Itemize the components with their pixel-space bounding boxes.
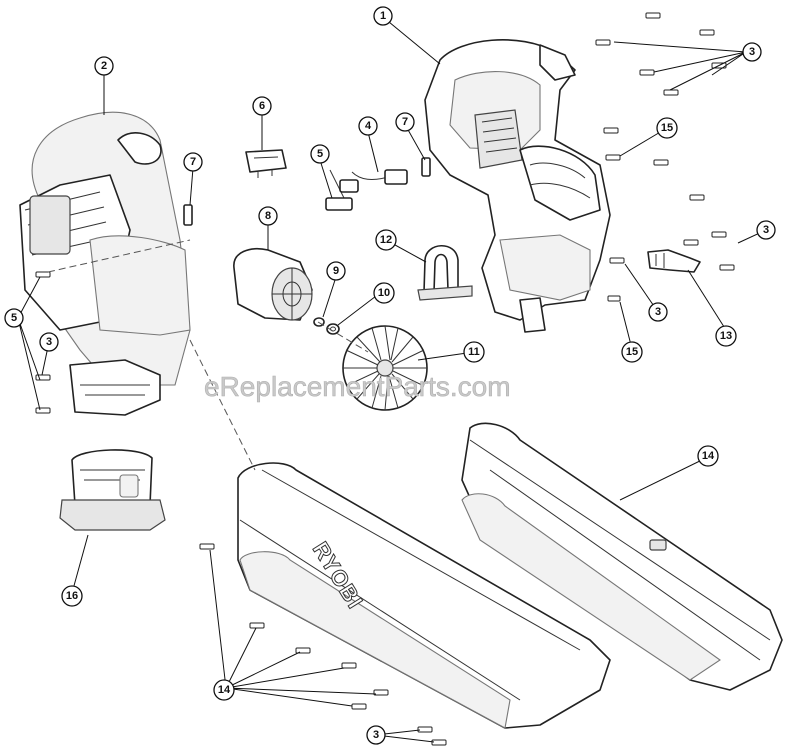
part-7-clip-left (183, 204, 193, 226)
svg-text:7: 7 (402, 116, 408, 128)
part-14-tube-front: RYOBI (237, 462, 611, 729)
svg-text:3: 3 (46, 336, 52, 348)
callout-15-bottom: 15 (621, 341, 643, 363)
callout-7-left: 7 (183, 152, 203, 172)
part-4-wire-switch (339, 169, 408, 193)
svg-text:15: 15 (626, 346, 638, 358)
part-14-tube-rear (461, 422, 783, 691)
svg-text:15: 15 (661, 122, 673, 134)
part-10-nut (326, 323, 340, 335)
callout-15-top: 15 (656, 117, 678, 139)
callout-8: 8 (258, 206, 278, 226)
svg-text:3: 3 (373, 729, 379, 741)
part-7-clip-right (421, 157, 431, 177)
svg-text:3: 3 (749, 46, 755, 58)
callout-16: 16 (61, 585, 83, 607)
callout-6: 6 (252, 96, 272, 116)
part-11-fan-impeller (342, 325, 428, 411)
screws (35, 12, 735, 746)
svg-text:1: 1 (380, 10, 386, 22)
svg-text:7: 7 (190, 156, 196, 168)
callout-3-bottom: 3 (366, 725, 386, 745)
callout-10: 10 (373, 282, 395, 304)
svg-text:5: 5 (317, 148, 323, 160)
svg-text:10: 10 (378, 287, 390, 299)
callout-14-bottom: 14 (213, 679, 235, 701)
callout-5: 5 (310, 144, 330, 164)
callout-13: 13 (715, 325, 737, 347)
callout-3-mid: 3 (648, 302, 668, 322)
svg-text:14: 14 (702, 450, 715, 462)
watermark: eReplacementParts.com (204, 371, 511, 402)
svg-text:9: 9 (333, 265, 339, 277)
svg-text:14: 14 (218, 684, 231, 696)
callout-7-right: 7 (395, 112, 415, 132)
svg-text:8: 8 (265, 210, 271, 222)
callout-1: 1 (373, 6, 393, 26)
callout-3-right: 3 (756, 220, 776, 240)
part-2-left-housing (19, 111, 191, 416)
svg-text:16: 16 (66, 590, 78, 602)
callout-5-left: 5 (4, 308, 24, 328)
part-12-bracket (417, 245, 473, 301)
part-1-right-housing (424, 39, 611, 333)
leader-lines (17, 21, 767, 743)
svg-text:13: 13 (720, 330, 732, 342)
svg-text:4: 4 (365, 120, 372, 132)
part-16-battery-adapter (59, 449, 166, 531)
callout-3-top: 3 (742, 42, 762, 62)
callout-14-right: 14 (697, 445, 719, 467)
svg-text:3: 3 (655, 306, 661, 318)
callout-2: 2 (94, 56, 114, 76)
svg-text:12: 12 (380, 234, 392, 246)
assembly-lines (47, 239, 369, 471)
svg-text:3: 3 (763, 224, 769, 236)
part-5-wire-harness (325, 169, 353, 211)
svg-text:6: 6 (259, 100, 265, 112)
callout-4: 4 (358, 116, 378, 136)
callout-3-left: 3 (39, 332, 59, 352)
part-8-motor (233, 248, 313, 321)
callout-12: 12 (375, 229, 397, 251)
callout-9: 9 (326, 261, 346, 281)
part-13-latch (647, 249, 701, 273)
svg-text:2: 2 (101, 60, 107, 72)
svg-text:11: 11 (468, 346, 480, 358)
part-6-switch (245, 149, 287, 178)
callout-11: 11 (463, 341, 485, 363)
svg-text:5: 5 (11, 312, 17, 324)
